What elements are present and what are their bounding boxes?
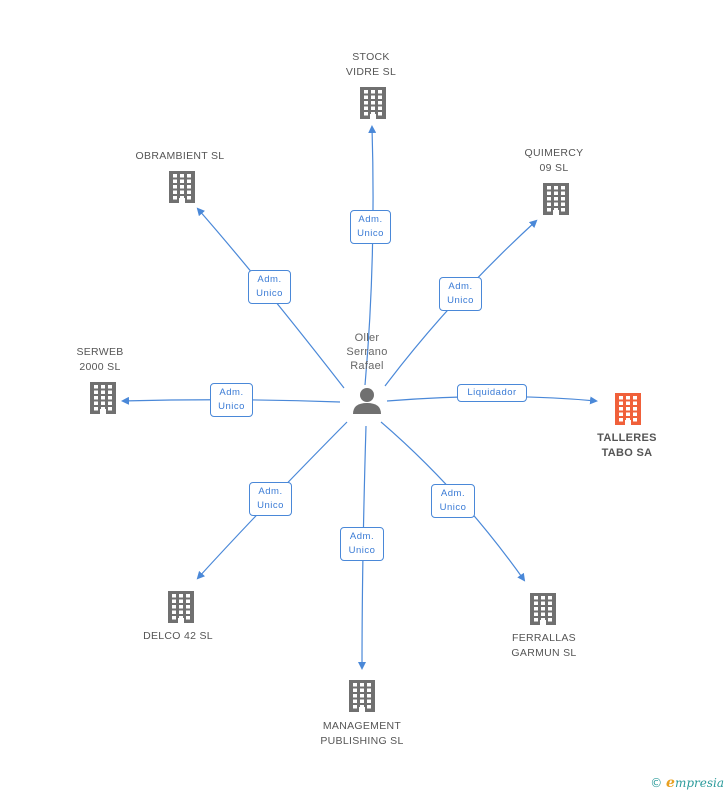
building-icon-serweb[interactable] (90, 382, 116, 414)
company-label-management[interactable]: MANAGEMENT PUBLISHING SL (320, 720, 404, 747)
brand-name: mpresia (674, 776, 724, 790)
role-label-ferrallas: Adm. Unico (431, 484, 475, 518)
role-label-delco: Adm. Unico (249, 482, 292, 516)
footer-brand: © empresia (650, 775, 724, 791)
role-label-obrambient: Adm. Unico (248, 270, 291, 304)
person-icon[interactable] (353, 388, 381, 414)
building-icon-stock[interactable] (360, 87, 386, 119)
company-label-serweb[interactable]: SERWEB 2000 SL (76, 346, 124, 373)
company-label-obrambient[interactable]: OBRAMBIENT SL (135, 150, 225, 162)
role-label-serweb: Adm. Unico (210, 383, 253, 417)
role-label-talleres: Liquidador (457, 384, 527, 402)
building-icon-ferrallas[interactable] (530, 593, 556, 625)
company-label-talleres[interactable]: TALLERES TABO SA (597, 432, 657, 459)
building-icon-management[interactable] (349, 680, 375, 712)
company-label-stock[interactable]: STOCK VIDRE SL (345, 51, 397, 78)
building-icon-obrambient[interactable] (169, 171, 195, 203)
center-person-name[interactable]: Oller Serrano Rafael (346, 332, 388, 372)
copyright-icon: © (650, 776, 663, 790)
edge-stock (364, 125, 377, 386)
company-label-ferrallas[interactable]: FERRALLAS GARMUN SL (511, 632, 577, 659)
company-label-delco[interactable]: DELCO 42 SL (143, 630, 213, 642)
role-label-stock: Adm. Unico (350, 210, 391, 244)
company-label-quimercy[interactable]: QUIMERCY 09 SL (524, 147, 584, 174)
building-icon-delco[interactable] (168, 591, 194, 623)
role-label-quimercy: Adm. Unico (439, 277, 482, 311)
building-icon-quimercy[interactable] (543, 183, 569, 215)
building-icon-talleres[interactable] (615, 393, 641, 425)
role-label-management: Adm. Unico (340, 527, 384, 561)
brand-initial: e (666, 775, 675, 791)
